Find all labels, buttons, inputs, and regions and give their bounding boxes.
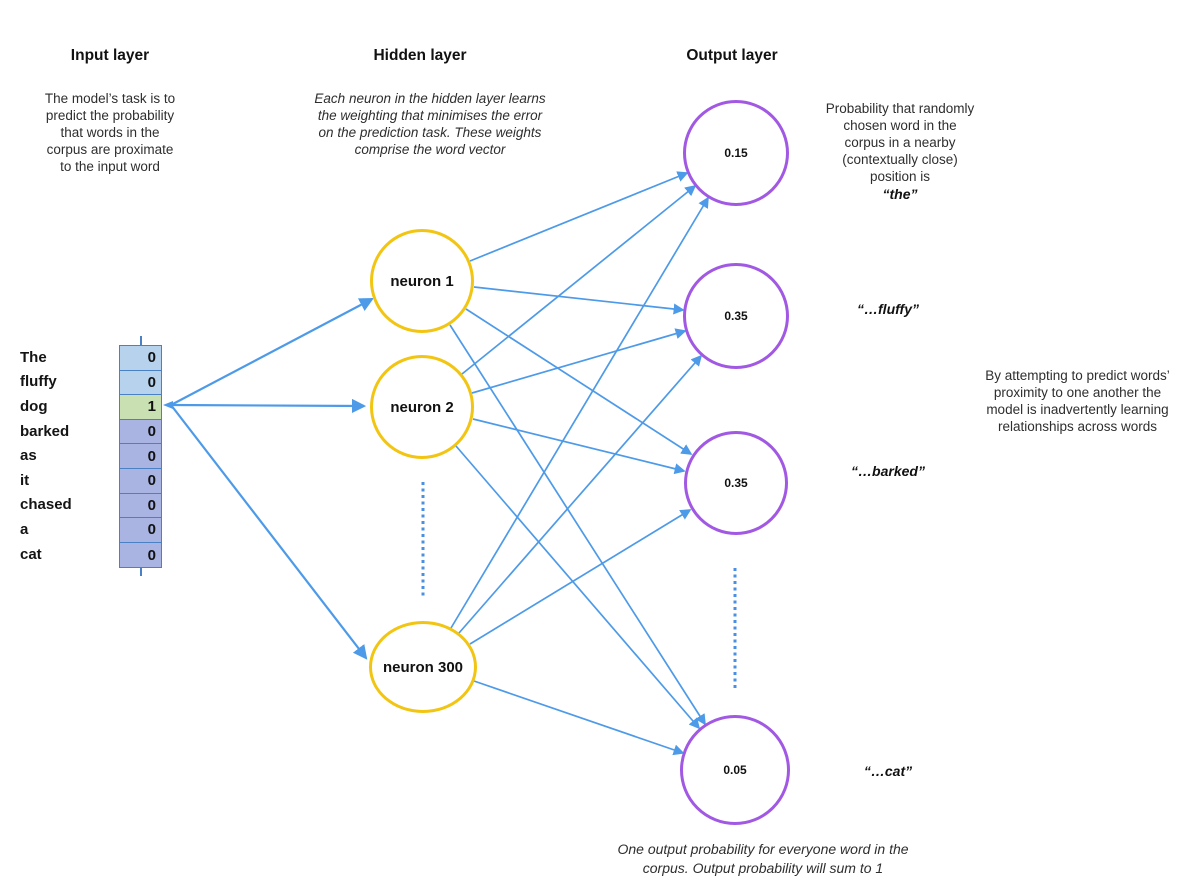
input-to-hidden-arrows — [170, 297, 374, 660]
input-word: barked — [20, 422, 70, 440]
output-word-label-cat: “…cat” — [863, 763, 913, 779]
vector-cell: 0 — [120, 370, 161, 396]
output-node-fluffy-value: 0.35 — [724, 309, 748, 323]
input-layer-note: The model’s task is to predict the proba… — [44, 91, 176, 174]
hidden-neuron-1-label: neuron 1 — [390, 272, 454, 290]
output-node-fluffy: 0.35 — [683, 263, 789, 369]
input-word: dog — [20, 397, 48, 415]
vector-cell: 0 — [120, 444, 161, 469]
output-word-label-fluffy: “…fluffy” — [857, 301, 919, 317]
vector-cell: 0 — [120, 493, 161, 519]
vector-cell: 0 — [120, 346, 161, 371]
right-side-note: By attempting to predict words’ proximit… — [985, 368, 1170, 434]
hidden-neuron-300-label: neuron 300 — [382, 658, 464, 676]
vector-cell: 0 — [120, 542, 161, 568]
output-node-cat: 0.05 — [680, 715, 790, 825]
input-word: a — [20, 520, 29, 538]
output-node-cat-value: 0.05 — [723, 763, 747, 777]
hidden-neuron-1: neuron 1 — [370, 229, 474, 333]
input-word: it — [20, 471, 30, 489]
vector-cell: 0 — [120, 518, 161, 543]
hidden-layer-title: Hidden layer — [373, 47, 467, 64]
bottom-note: One output probability for everyone word… — [617, 841, 909, 876]
output-node-the-value: 0.15 — [724, 146, 748, 160]
vector-cell: 0 — [120, 419, 161, 445]
hidden-neuron-2: neuron 2 — [370, 355, 474, 459]
input-word: The — [20, 348, 47, 366]
input-word: as — [20, 447, 37, 465]
input-word: cat — [20, 545, 42, 563]
output-probability-word-the: “the” — [882, 186, 918, 202]
input-word: chased — [20, 496, 72, 514]
hidden-to-output-connections — [449, 171, 709, 756]
input-layer-title: Input layer — [70, 47, 150, 64]
hidden-layer-note: Each neuron in the hidden layer learns t… — [314, 91, 546, 157]
output-node-barked: 0.35 — [684, 431, 788, 535]
vector-cell-active: 1 — [120, 395, 161, 420]
input-fan-origin-arrowhead — [163, 401, 173, 409]
output-node-the: 0.15 — [683, 100, 789, 206]
output-layer-title: Output layer — [686, 47, 778, 64]
one-hot-vector: 0 0 1 0 0 0 0 0 0 — [119, 345, 162, 569]
output-word-label-barked: “…barked” — [851, 463, 925, 479]
hidden-neuron-300: neuron 300 — [369, 621, 477, 713]
hidden-neuron-2-label: neuron 2 — [390, 398, 454, 416]
input-word: fluffy — [20, 373, 57, 391]
output-node-barked-value: 0.35 — [724, 476, 748, 490]
output-probability-note: Probability that randomly chosen word in… — [825, 101, 975, 184]
vector-cell: 0 — [120, 468, 161, 494]
